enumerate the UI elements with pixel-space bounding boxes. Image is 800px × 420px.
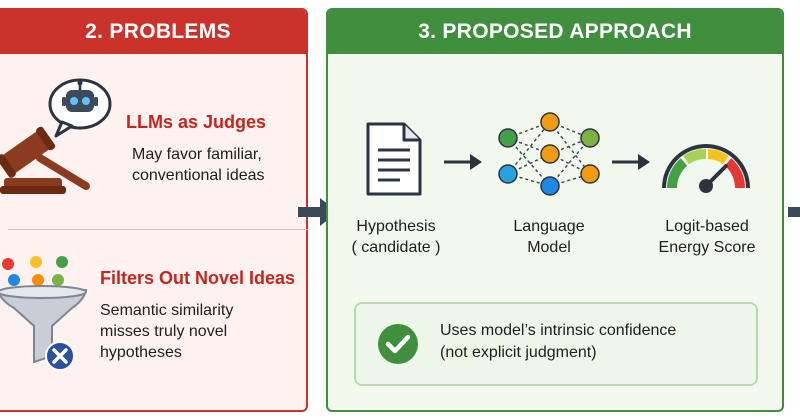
label-line: Model [527,239,571,256]
approach-header: 3. PROPOSED APPROACH [328,10,782,54]
gauge-icon [662,144,750,193]
problem-title-llm-judges: LLMs as Judges [126,112,267,132]
label-line: Language [513,218,585,235]
gavel-with-robot-icon [0,78,112,194]
check-icon [378,324,418,364]
funnel-icon [0,256,88,371]
document-icon [366,122,422,196]
problem-desc-llm-judges: May favor familiar, conventional ideas [132,144,265,186]
desc-line: misses truly novel [100,323,228,340]
flow-label-language-model: Language Model [484,216,614,258]
desc-line: May favor familiar, [132,146,262,163]
flow-label-energy-score: Logit-based Energy Score [642,216,772,258]
problems-divider [8,229,308,230]
desc-line: hypotheses [100,344,182,361]
flow-arrow-icon [612,154,650,170]
callout-line: Uses model’s intrinsic confidence [440,322,677,339]
desc-line: conventional ideas [132,167,265,184]
next-section-arrow-icon [788,207,800,217]
problems-header: 2. PROBLEMS [0,10,306,54]
neural-network-icon [498,112,600,196]
label-line: ( candidate ) [351,239,441,256]
callout-text: Uses model’s intrinsic confidence (not e… [440,320,676,364]
approach-callout: Uses model’s intrinsic confidence (not e… [354,302,758,386]
problem-title-filters-novel: Filters Out Novel Ideas [100,268,296,288]
flow-label-hypothesis: Hypothesis ( candidate ) [331,216,461,258]
label-line: Logit-based [665,218,749,235]
desc-line: Semantic similarity [100,302,234,319]
callout-line: (not explicit judgment) [440,344,597,361]
label-line: Energy Score [658,239,756,256]
problem-desc-filters-novel: Semantic similarity misses truly novel h… [100,300,233,363]
label-line: Hypothesis [356,218,436,235]
flow-arrow-icon [444,154,482,170]
